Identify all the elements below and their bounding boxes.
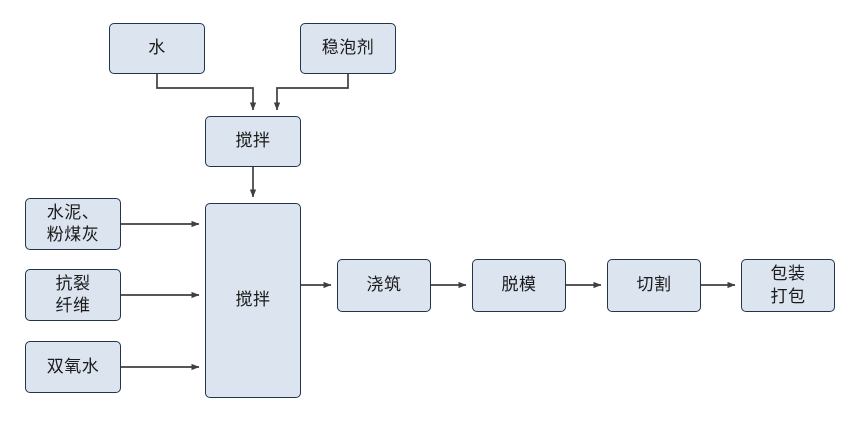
node-anticrack-fiber[interactable]: 抗裂 纤维 [25,269,121,321]
node-mixing-first[interactable]: 搅拌 [205,116,301,167]
node-casting[interactable]: 浇筑 [337,259,431,312]
node-demolding[interactable]: 脱模 [472,259,566,312]
node-mixing-main[interactable]: 搅拌 [205,203,301,398]
node-hydrogen-peroxide[interactable]: 双氧水 [25,341,121,393]
node-water[interactable]: 水 [109,23,205,74]
node-cement-flyash[interactable]: 水泥、 粉煤灰 [25,198,121,250]
node-stabilizer[interactable]: 稳泡剂 [300,23,396,74]
connector-water-to-mix1 [156,74,257,111]
connector-stabilizer-to-mix1 [273,74,349,111]
node-packaging[interactable]: 包装 打包 [741,259,835,312]
node-cutting[interactable]: 切割 [607,259,701,312]
